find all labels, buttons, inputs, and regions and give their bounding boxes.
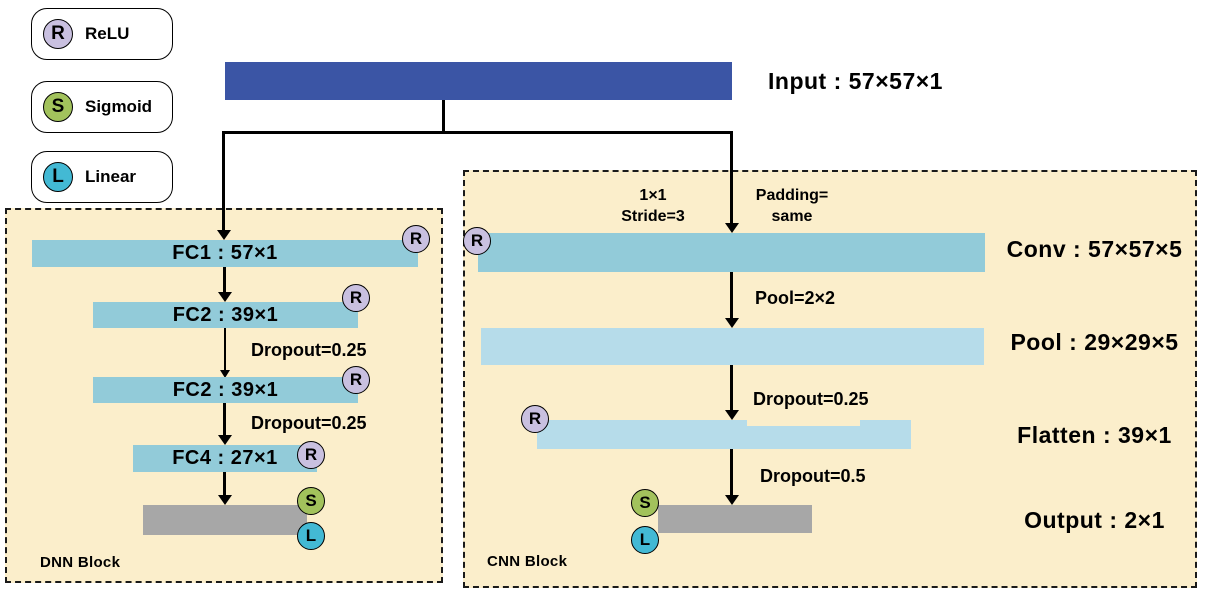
cnn-dropout1-label: Dropout=0.25 (753, 389, 869, 409)
relu-icon: R (43, 19, 73, 49)
cnn-output-bar (658, 505, 812, 533)
dnn-arrow1-head-icon (218, 292, 232, 302)
linear-icon: L (631, 526, 659, 554)
dnn-fc3-bar: FC2 : 39×1 (93, 377, 358, 403)
cnn-pool-annotation: Pool=2×2 (755, 288, 836, 308)
cnn-output-label: Output : 2×1 (1024, 507, 1165, 533)
legend-label-linear: Linear (85, 167, 137, 186)
dnn-fc2-bar: FC2 : 39×1 (93, 302, 358, 328)
dnn-dropout2-label: Dropout=0.25 (251, 413, 367, 433)
relu-icon: R (297, 441, 325, 469)
cnn-arrow1-head-icon (725, 318, 739, 328)
dnn-arrow4-head-icon (218, 495, 232, 505)
relu-icon: R (463, 227, 491, 255)
relu-icon: R (402, 225, 430, 253)
cnn-branch-arrowhead-icon (725, 223, 739, 233)
dnn-dropout1-label: Dropout=0.25 (251, 340, 367, 360)
dnn-arrow3-head-icon (218, 435, 232, 445)
legend-item-relu: R ReLU (31, 8, 173, 60)
dnn-branch-arrowhead-icon (217, 230, 231, 240)
legend-item-linear: L Linear (31, 151, 173, 203)
cnn-padding-line1: Padding= (755, 187, 829, 204)
sigmoid-icon: S (297, 487, 325, 515)
branch-hline (222, 131, 733, 134)
cnn-pool-label: Pool : 29×29×5 (1010, 329, 1179, 355)
legend-item-sigmoid: S Sigmoid (31, 81, 173, 133)
linear-icon: L (297, 522, 325, 550)
cnn-block-title: CNN Block (487, 553, 568, 570)
cnn-kernel-annotation: 1×1 Stride=3 (598, 185, 708, 227)
dnn-arrow2-line (224, 328, 226, 370)
relu-icon: R (342, 366, 370, 394)
cnn-conv-label: Conv : 57×57×5 (1006, 236, 1183, 262)
dnn-arrow2-head-icon (220, 370, 230, 378)
input-connector-stub (442, 100, 445, 133)
dnn-block-title: DNN Block (40, 554, 121, 571)
dnn-arrow4-line (223, 472, 226, 495)
cnn-arrow3-head-icon (725, 495, 739, 505)
sigmoid-icon: S (43, 92, 73, 122)
dnn-output-bar (143, 505, 307, 535)
dnn-arrow3-line (223, 403, 226, 435)
linear-icon: L (43, 162, 73, 192)
cnn-kernel-line1: 1×1 (639, 187, 667, 204)
input-label: Input : 57×57×1 (768, 68, 943, 94)
cnn-flatten-label: Flatten : 39×1 (1017, 422, 1172, 448)
cnn-arrow1-line (730, 272, 733, 318)
dnn-branch-vline (222, 131, 225, 230)
dnn-fc4-bar: FC4 : 27×1 (133, 445, 317, 472)
cnn-kernel-line2: Stride=3 (621, 208, 685, 225)
legend-label-relu: ReLU (85, 24, 130, 43)
cnn-conv-bar (478, 233, 985, 272)
sigmoid-icon: S (631, 489, 659, 517)
relu-icon: R (521, 405, 549, 433)
cnn-padding-line2: same (771, 208, 813, 225)
dnn-fc1-bar: FC1 : 57×1 (32, 240, 418, 267)
cnn-branch-vline (730, 131, 733, 223)
cnn-padding-annotation: Padding= same (737, 185, 847, 227)
legend-label-sigmoid: Sigmoid (85, 97, 153, 116)
cnn-pool-bar (481, 328, 984, 365)
input-bar (225, 62, 732, 100)
cnn-arrow2-head-icon (725, 410, 739, 420)
cnn-arrow3-line (730, 449, 733, 495)
dnn-arrow1-line (223, 267, 226, 292)
relu-icon: R (342, 284, 370, 312)
cnn-arrow2-line (730, 365, 733, 410)
cnn-flatten-bar-notch (747, 420, 860, 426)
cnn-dropout2-label: Dropout=0.5 (760, 466, 866, 486)
